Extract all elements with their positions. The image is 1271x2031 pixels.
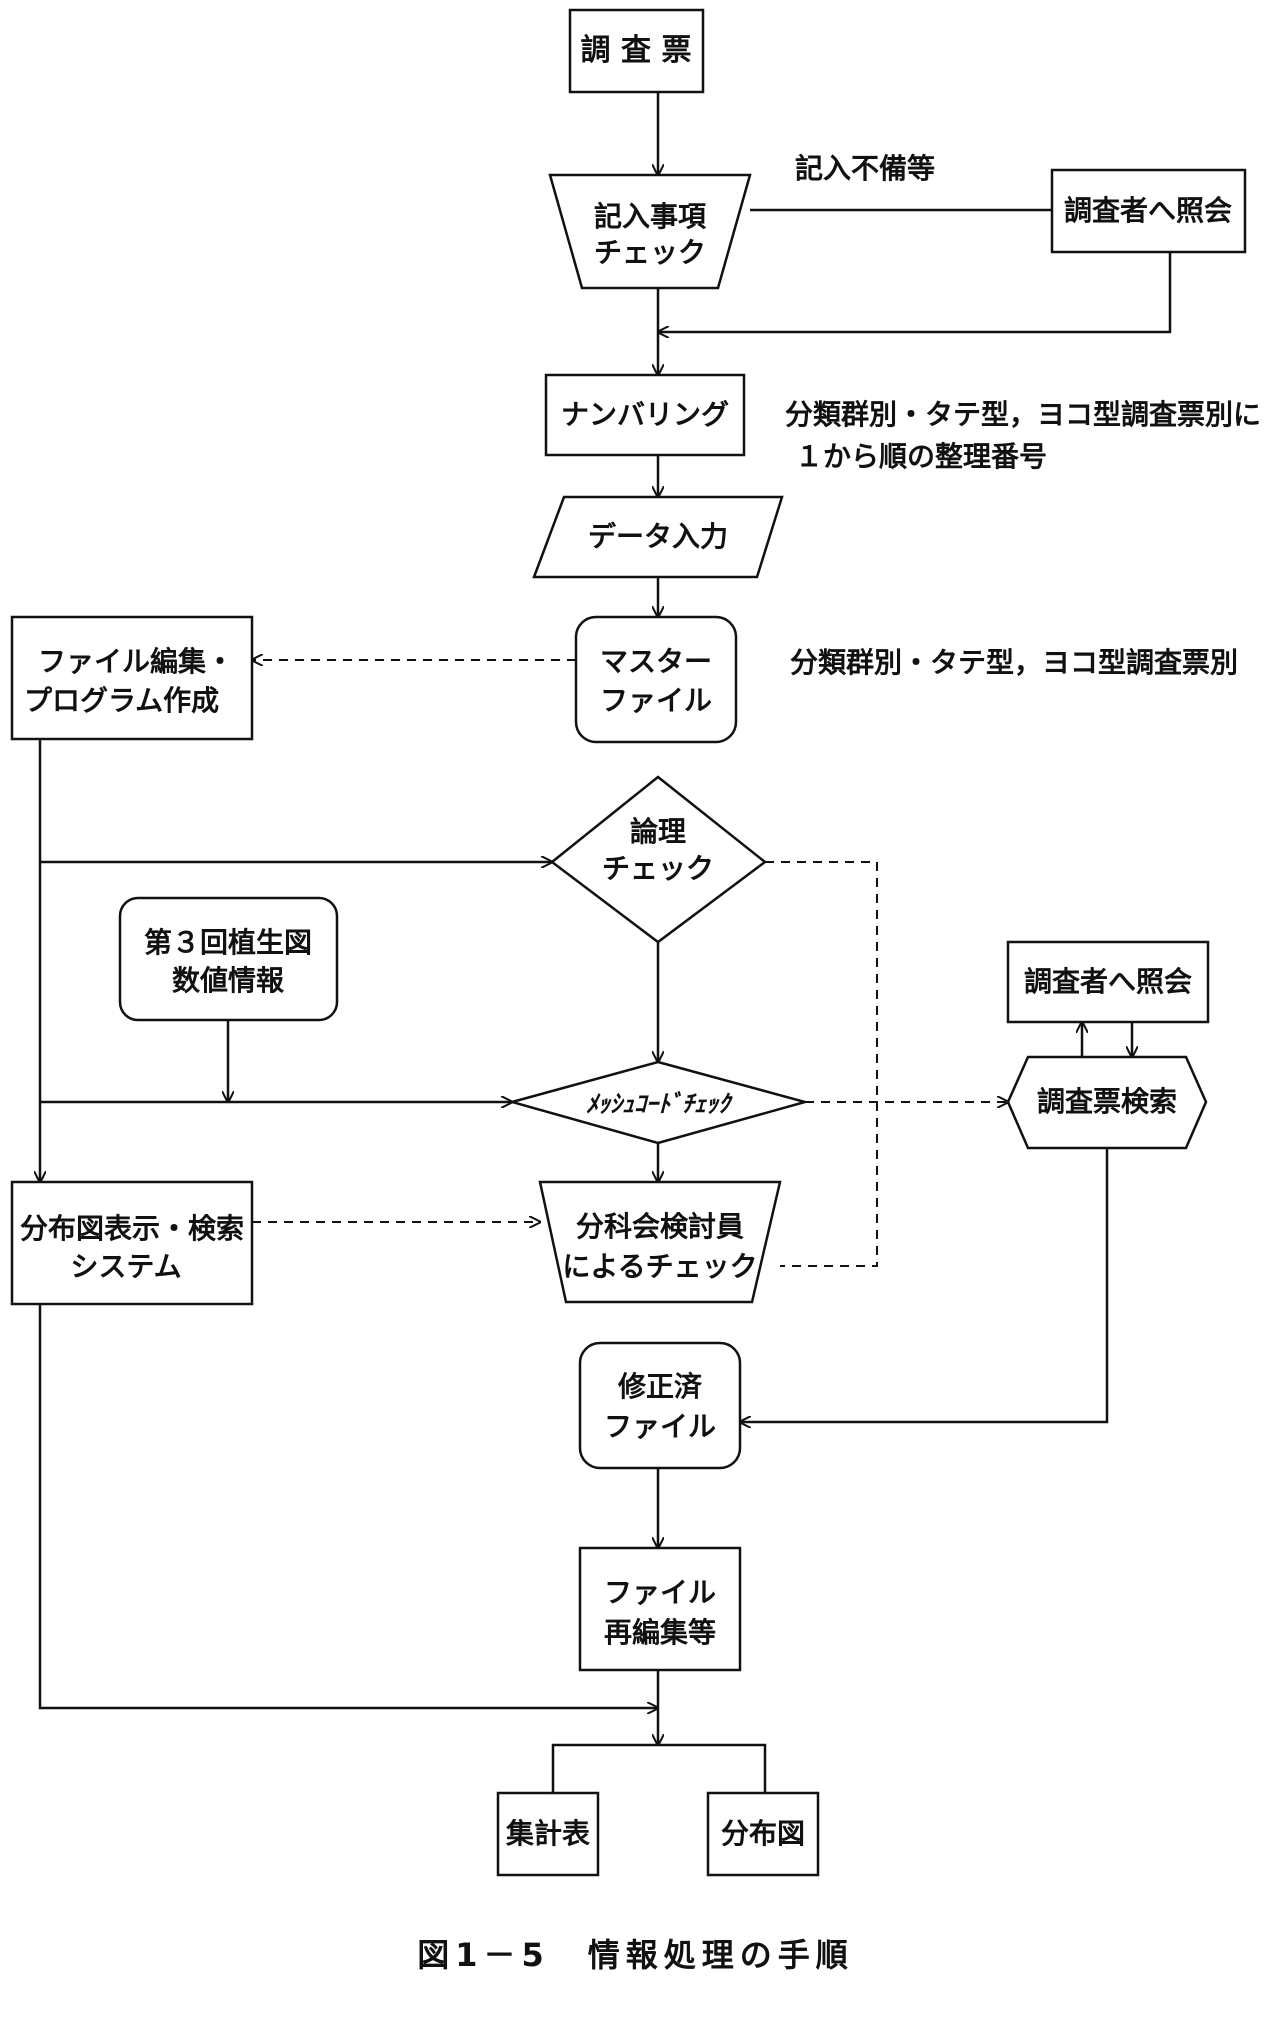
dist-system-label-2: システム — [70, 1250, 182, 1283]
logic-check-label-1: 論理 — [629, 815, 687, 848]
survey-form-box — [568, 8, 705, 94]
corrected-file-label-1: 修正済 — [617, 1370, 703, 1403]
file-edit-label-1: ファイル編集・ — [38, 645, 235, 678]
entry-check-label-2: チェック — [593, 236, 707, 269]
committee-label-2: によるチェック — [562, 1250, 758, 1283]
inquire-box-right — [1006, 940, 1210, 1024]
numbering-box — [544, 373, 746, 457]
mesh-check-label: ﾒｯｼｭｺｰﾄﾞﾁｪｯｸ — [586, 1090, 730, 1118]
file-edit-label-2: プログラム作成 — [24, 684, 220, 717]
dist-system-box — [10, 1180, 254, 1306]
committee-label-1: 分科会検討員 — [575, 1210, 745, 1243]
entry-check-trapezoid — [548, 173, 752, 290]
reedit-label-1: ファイル — [603, 1576, 717, 1609]
survey-form-label: 調 査 票 — [580, 33, 692, 68]
data-input-label: データ入力 — [587, 520, 729, 553]
reedit-label-2: 再編集等 — [603, 1616, 717, 1649]
master-note: 分類群別・タテ型，ヨコ型調査票別 — [790, 646, 1239, 679]
file-edit-box — [10, 615, 254, 741]
inquire-label-right: 調査者へ照会 — [1023, 965, 1193, 998]
form-search-label: 調査票検索 — [1036, 1085, 1178, 1118]
logic-check-label-2: チェック — [601, 852, 715, 885]
master-file-label-1: マスター — [599, 645, 713, 678]
summary-table-label: 集計表 — [505, 1817, 591, 1850]
numbering-note-1: 分類群別・タテ型，ヨコ型調査票別に — [785, 398, 1262, 431]
figure-caption: 図1－5 情報処理の手順 — [417, 1936, 854, 1974]
master-file-label-2: ファイル — [599, 684, 713, 717]
committee-check-trapezoid — [538, 1180, 782, 1304]
data-input-parallelogram — [532, 495, 784, 579]
master-file-box — [574, 615, 738, 744]
summary-table-box — [496, 1791, 600, 1877]
entry-check-label-1: 記入事項 — [593, 200, 707, 233]
numbering-label: ナンバリング — [560, 398, 730, 431]
dist-system-label-1: 分布図表示・検索 — [19, 1212, 245, 1245]
corrected-file-label-2: ファイル — [603, 1410, 717, 1443]
veg-info-label-1: 第３回植生図 — [143, 926, 313, 959]
incomplete-note: 記入不備等 — [795, 152, 936, 185]
veg-info-label-2: 数値情報 — [171, 964, 285, 997]
distribution-map-box — [706, 1791, 820, 1877]
corrected-file-box — [578, 1341, 742, 1470]
distribution-map-label: 分布図 — [720, 1817, 806, 1850]
inquire-label-top: 調査者へ照会 — [1063, 194, 1233, 227]
numbering-note-2: １から順の整理番号 — [795, 440, 1048, 473]
